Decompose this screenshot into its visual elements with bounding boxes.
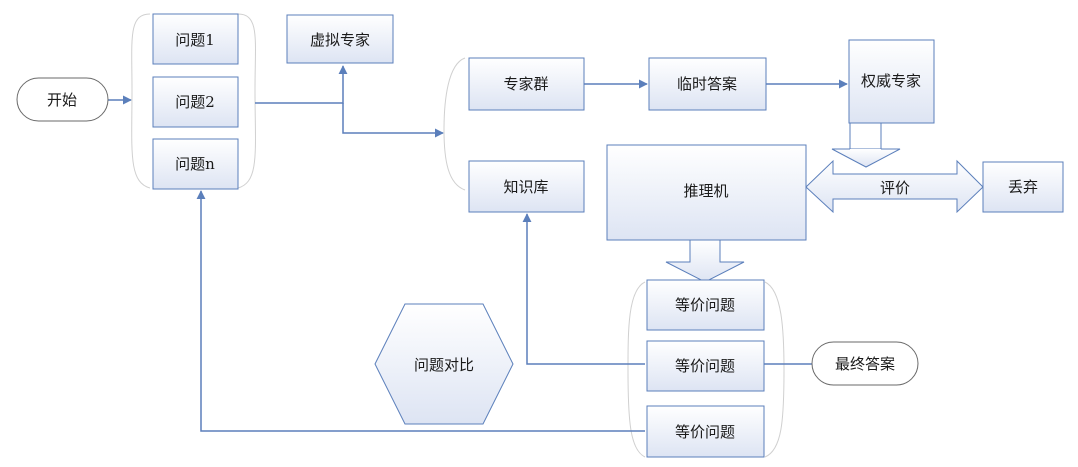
eq3-to-qn-arrow — [196, 190, 645, 432]
q2-box[interactable]: 问题2 — [152, 76, 239, 128]
discard-box[interactable]: 丢弃 — [982, 161, 1064, 213]
engine-down-arrow — [665, 240, 745, 283]
equivalent-question-box-3[interactable]: 等价问题 — [646, 405, 765, 458]
final-answer-label: 最终答案 — [835, 355, 895, 373]
start-terminal[interactable]: 开始 — [16, 77, 109, 122]
expert-group-box[interactable]: 专家群 — [468, 57, 585, 111]
expert-group-label: 专家群 — [503, 75, 548, 93]
equivalent-question-box-2[interactable]: 等价问题 — [646, 340, 765, 392]
qn-label: 问题n — [175, 155, 215, 173]
inference-engine-label: 推理机 — [683, 182, 728, 200]
knowledge-base-box[interactable]: 知识库 — [468, 160, 585, 213]
start-label: 开始 — [47, 91, 77, 109]
q2-to-virtual-expert-arrow — [255, 65, 348, 104]
equivalent-question-label-3: 等价问题 — [675, 423, 735, 441]
discard-label: 丢弃 — [1008, 178, 1038, 196]
evaluate-label: 评价 — [880, 179, 910, 197]
equivalent-question-box-1[interactable]: 等价问题 — [646, 279, 765, 331]
authority-down-arrowhead — [831, 148, 901, 168]
q1-box[interactable]: 问题1 — [152, 13, 239, 65]
virtual-expert-box[interactable]: 虚拟专家 — [286, 14, 394, 64]
knowledge-base-label: 知识库 — [503, 178, 548, 196]
virtual-expert-label: 虚拟专家 — [310, 31, 370, 49]
question-group-bracket — [131, 13, 256, 189]
inference-engine-box[interactable]: 推理机 — [606, 144, 807, 241]
q2-to-expert-group-arrow — [342, 103, 444, 138]
eq2-to-knowledge-base-arrow — [522, 213, 645, 365]
authority-down-arrow — [849, 123, 882, 150]
compare-label: 问题对比 — [414, 356, 474, 374]
temp-answer-label: 临时答案 — [677, 75, 737, 93]
authority-expert-label: 权威专家 — [861, 72, 921, 90]
qn-box[interactable]: 问题n — [152, 138, 239, 190]
final-answer-terminal[interactable]: 最终答案 — [811, 341, 919, 386]
equivalent-question-label-1: 等价问题 — [675, 296, 735, 314]
connectors — [108, 65, 848, 432]
authority-expert-box[interactable]: 权威专家 — [848, 39, 935, 124]
q2-label: 问题2 — [175, 93, 215, 111]
equivalent-group-bracket — [627, 281, 785, 458]
expert-knowledge-group-bracket — [443, 57, 466, 191]
q1-label: 问题1 — [175, 31, 215, 49]
equivalent-question-label-2: 等价问题 — [675, 357, 735, 375]
compare-hexagon[interactable]: 问题对比 — [374, 303, 514, 425]
temp-answer-box[interactable]: 临时答案 — [648, 57, 767, 111]
